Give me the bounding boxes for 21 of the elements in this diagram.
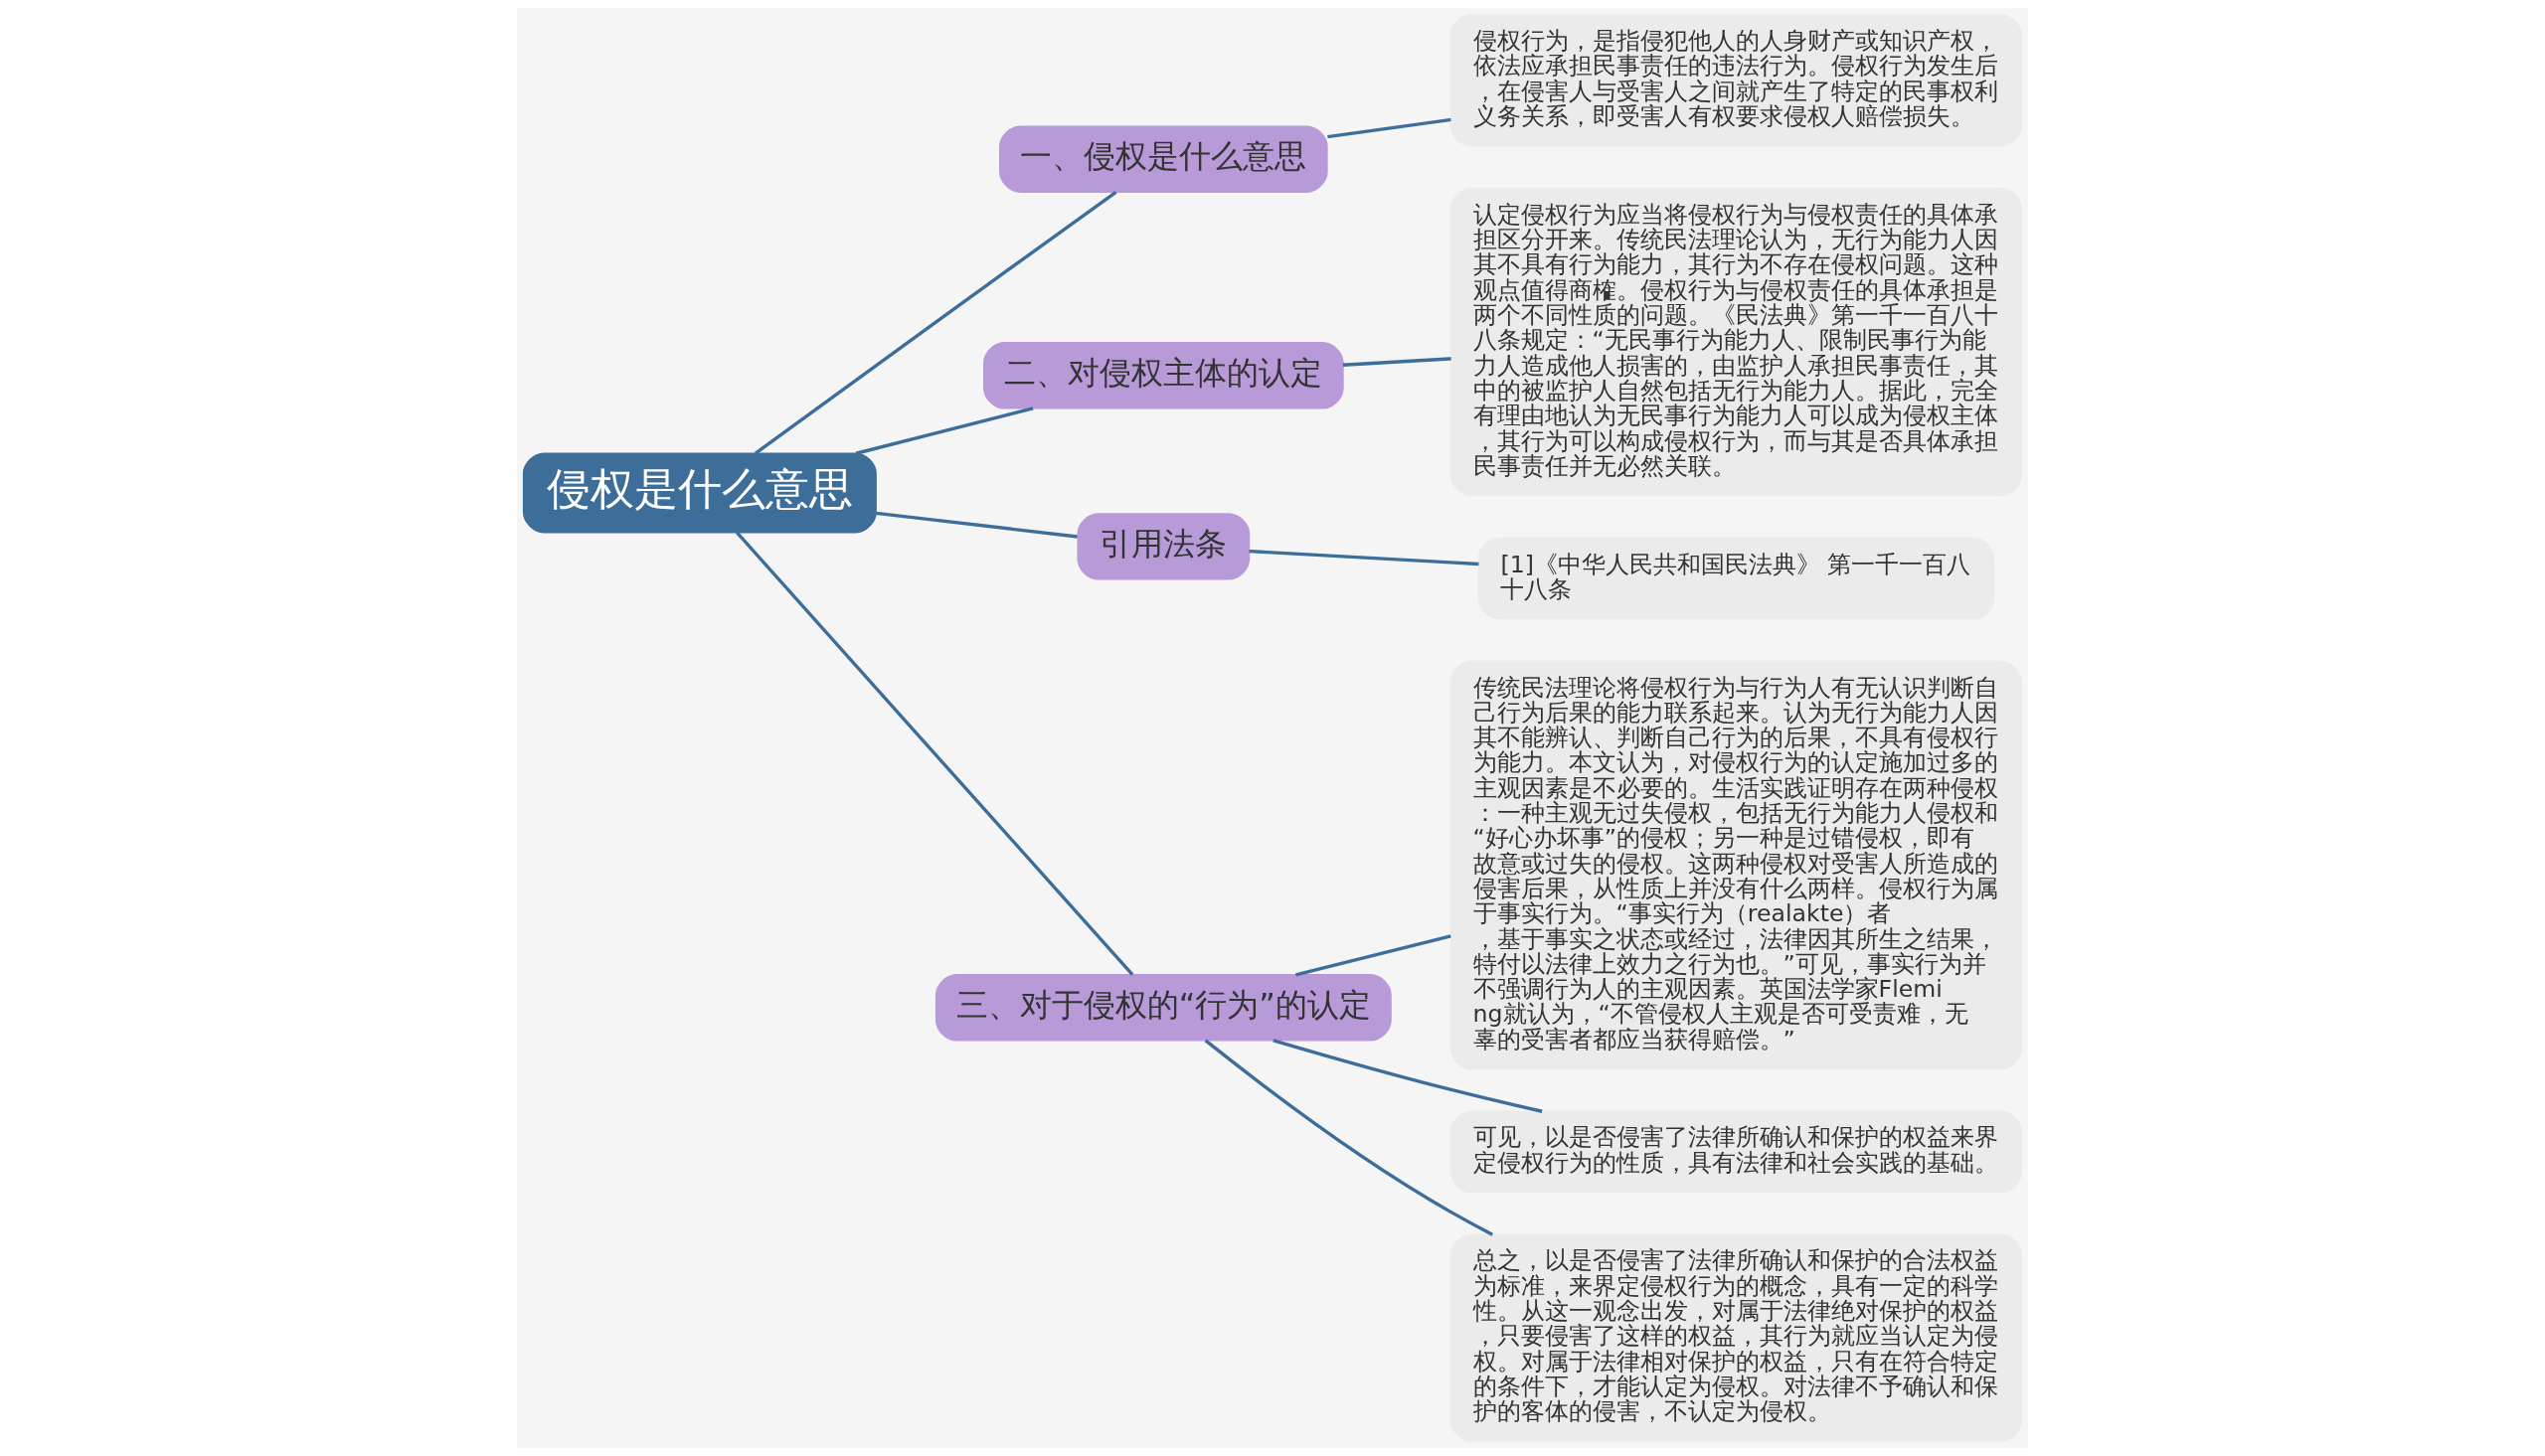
connector xyxy=(754,190,1117,455)
connector xyxy=(855,406,1034,455)
connector xyxy=(1295,934,1451,977)
node-box: 二、对侵权主体的认定 xyxy=(983,342,1344,409)
connector xyxy=(1327,117,1451,139)
connector xyxy=(876,511,1078,539)
node-box: 引用法条 xyxy=(1077,513,1251,580)
connector xyxy=(1249,549,1479,566)
node-box: 侵权是什么意思 xyxy=(522,452,877,534)
node-box: 认定侵权行为应当将侵权行为与侵权责任的具体承担区分开来。传统民法理论认为，无行为能力人因其不具有行为能力，其行为不存在侵权问题。这种观点值得商榷。侵权行为与侵权责任的具体承担是两个不同性质的问题。《民法典》第一千一百八十八条规定：“无民事行为能力人、限制民事行为能力人造成他人损害的，由监护人承担民事责任，其中的被监护人自然包括无行为能力人。据此，完全有理由地认为无民事行为能力人可以成为侵权主体，其行为可以构成侵权行为，而与其是否具体承担民事责任并无必然关联。 xyxy=(1449,187,2023,497)
connector xyxy=(1272,1039,1543,1113)
connector xyxy=(1204,1039,1493,1236)
connector xyxy=(735,531,1134,976)
node-box: 传统民法理论将侵权行为与行为人有无认识判断自己行为后果的能力联系起来。认为无行为能力人因其不能辨认、判断自己行为的后果，不具有侵权行为能力。本文认为，对侵权行为的认定施加过多的主观因素是不必要的。生活实践证明存在两种侵权：一种主观无过失侵权，包括无行为能力人侵权和“好心办坏事”的侵权；另一种是过错侵权，即有故意或过失的侵权。这两种侵权对受害人所造成的侵害后果，从性质上并没有什么两样。侵权行为属于事实行为。“事实行为（realakte）者，基于事实之状态或经过，法律因其所生之结果，特付以法律上效力之行为也。”可见，事实行为并不强调行为人的主观因素。英国法学家Fleming就认为，“不管侵权人主观是否可受责难，无辜的受害者都应当获得赔偿。” xyxy=(1449,660,2023,1070)
node-box: 总之，以是否侵害了法律所确认和保护的合法权益为标准，来界定侵权行为的概念，具有一定的科学性。从这一观念出发，对属于法律绝对保护的权益，只要侵害了这样的权益，其行为就应当认定为侵权。对属于法律相对保护的权益，只有在符合特定的条件下，才能认定为侵权。对法律不予确认和保护的客体的侵害，不认定为侵权。 xyxy=(1449,1233,2023,1442)
node-box: 侵权行为，是指侵犯他人的人身财产或知识产权，依法应承担民事责任的违法行为。侵权行为发生后，在侵害人与受害人之间就产生了特定的民事权利义务关系，即受害人有权要求侵权人赔偿损失。 xyxy=(1449,14,2023,147)
connector xyxy=(1342,357,1451,367)
node-box: 可见，以是否侵害了法律所确认和保护的权益来界定侵权行为的性质，具有法律和社会实践的基础。 xyxy=(1449,1110,2023,1194)
node-box: 三、对于侵权的“行为”的认定 xyxy=(934,974,1392,1042)
node-box: [1]《中华人民共和国民法典》 第一千一百八十八条 xyxy=(1477,537,1995,620)
node-box: 一、侵权是什么意思 xyxy=(999,125,1328,193)
